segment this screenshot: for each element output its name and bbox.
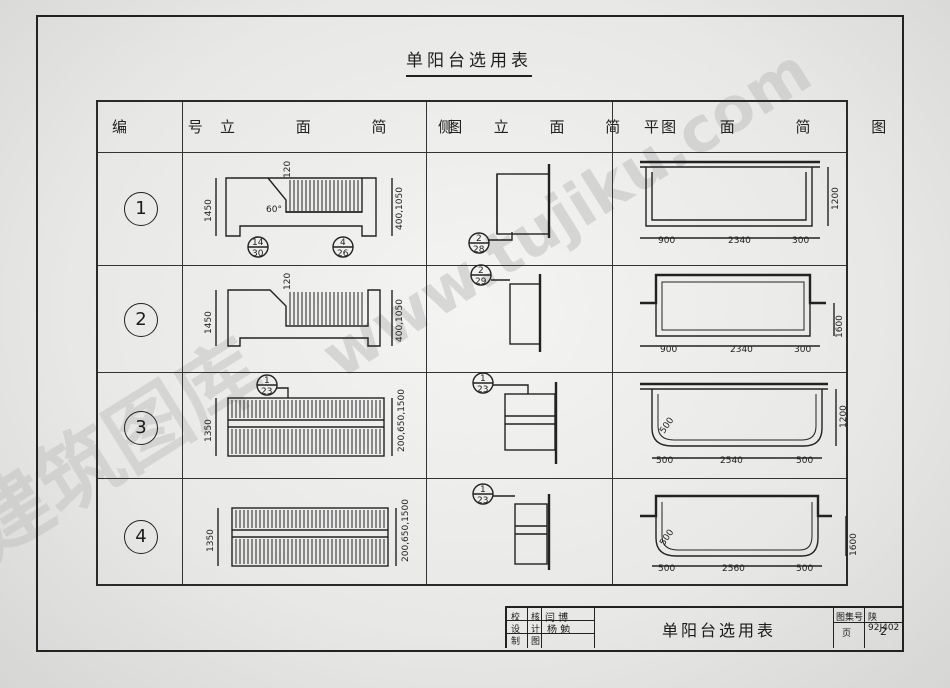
tb-row3-label: 制 [511, 637, 521, 647]
row2-side-ref-bot: 29 [475, 277, 487, 287]
tb-page-label: 页 [842, 629, 852, 639]
row1-ref-a-bot: 30 [252, 249, 264, 259]
row1-ref-b-bot: 26 [337, 249, 349, 259]
row3-plan-radius: 500 [658, 416, 676, 436]
row3-side-ref-bot: 23 [477, 385, 488, 395]
row2-plan-dim-right: 300 [794, 345, 811, 355]
row4-side-ref-top: 1 [480, 485, 486, 495]
row2-side-ref-top: 2 [478, 266, 484, 276]
col-divider-1 [182, 102, 183, 584]
row4-plan: 500 500 2560 500 1600 [640, 494, 859, 574]
row1-plan-depth: 1200 [831, 187, 841, 210]
row2-plan: 900 2340 300 1600 [640, 273, 845, 355]
row1-elev-angle: 60° [266, 205, 282, 215]
tb-row2-sign: 杨 勉 [547, 625, 571, 636]
tb-row3-sub: 图 [531, 637, 541, 647]
row-number-1: 1 [124, 192, 158, 226]
row1-side-ref-top: 2 [476, 234, 482, 244]
row3-elev-right: 200,650,1500 [397, 389, 407, 452]
header-divider [98, 152, 846, 153]
row2-elev-height: 1450 [204, 311, 214, 334]
row3-elev-height: 1350 [204, 419, 214, 442]
row3-side-elevation: 1 23 [472, 372, 558, 464]
row4-side-ref-bot: 23 [477, 496, 488, 506]
row1-ref-a-top: 14 [252, 238, 264, 248]
row1-side-ref-bot: 28 [473, 245, 485, 255]
row3-plan-dim-left: 500 [656, 456, 673, 466]
row3-ref-top: 1 [264, 376, 270, 386]
selection-table: 编 号 立 面 简 图 侧 立 面 简 图 平 面 简 图 1 2 3 4 [96, 100, 886, 586]
row2-plan-depth: 1600 [835, 315, 845, 338]
header-number: 编 号 [112, 118, 231, 136]
row1-elev-right: 400,1050 [395, 187, 405, 230]
tb-atlas-label: 图集号 [836, 613, 864, 623]
tb-main-title: 单阳台选用表 [662, 621, 777, 640]
row-divider-2 [98, 372, 846, 373]
tb-row1-sign: 闫 博 [545, 613, 569, 624]
header-side-elevation: 侧 立 面 简 图 [438, 118, 695, 136]
row1-plan: 900 2340 300 1200 [640, 160, 841, 246]
row1-elevation: 1450 400,1050 120 60° 14 30 4 26 [204, 161, 405, 259]
row3-plan-dim-right: 500 [796, 456, 813, 466]
tb-row2-sub: 计 [531, 625, 541, 635]
row3-plan-depth: 1200 [839, 405, 849, 428]
row-number-4: 4 [124, 520, 158, 554]
row1-plan-dim-left: 900 [658, 236, 675, 246]
row2-elevation: 1450 400,1050 120 [204, 273, 405, 347]
row4-elev-height: 1350 [206, 529, 216, 552]
row2-elev-right: 400,1050 [395, 299, 405, 342]
row4-plan-dim-right: 500 [796, 564, 813, 574]
row-divider-3 [98, 478, 846, 479]
row-number-2: 2 [124, 303, 158, 337]
row2-plan-dim-mid: 2340 [730, 345, 753, 355]
row2-side-elevation: 2 29 [470, 264, 542, 352]
row4-side-elevation: 1 23 [472, 483, 551, 570]
tb-row1-label: 校 [511, 613, 521, 623]
row3-plan: 500 500 2540 500 1200 [640, 382, 849, 466]
row3-elevation: 1350 200,650,1500 1 23 [204, 374, 407, 457]
row1-ref-b-top: 4 [340, 238, 346, 248]
sheet-title: 单阳台选用表 [406, 46, 532, 77]
row4-plan-radius: 500 [658, 528, 676, 548]
row4-elev-right: 200,650,1500 [401, 499, 411, 562]
row3-plan-dim-mid: 2540 [720, 456, 743, 466]
row1-side-elevation: 2 28 [468, 164, 551, 255]
tb-row2-label: 设 [511, 625, 521, 635]
row3-side-ref-top: 1 [480, 374, 486, 384]
row-number-3: 3 [124, 411, 158, 445]
row4-plan-dim-left: 500 [658, 564, 675, 574]
tb-atlas-value: 陕92J402 [868, 613, 900, 633]
row4-elevation: 1350 200,650,1500 [206, 499, 411, 567]
tb-row1-sub: 核 [531, 613, 541, 623]
col-divider-3 [612, 102, 613, 584]
row3-ref-bot: 23 [261, 387, 272, 397]
row1-elev-height: 1450 [204, 199, 214, 222]
title-block: 校 核 闫 博 设 计 杨 勉 制 图 单阳台选用表 图集号 陕92J402 页… [505, 606, 902, 648]
col-divider-2 [426, 102, 427, 584]
drawing-frame [36, 15, 904, 652]
row1-plan-dim-mid: 2340 [728, 236, 751, 246]
row1-plan-dim-right: 300 [792, 236, 809, 246]
header-plan: 平 面 简 图 [644, 118, 915, 136]
header-elevation: 立 面 简 图 [220, 118, 491, 136]
row4-plan-dim-mid: 2560 [722, 564, 745, 574]
row2-plan-dim-left: 900 [660, 345, 677, 355]
tb-page-value: 2 [880, 625, 887, 638]
row1-elev-tag: 120 [283, 161, 293, 178]
row4-plan-depth: 1600 [849, 533, 859, 556]
row-divider-1 [98, 265, 846, 266]
row2-elev-tag: 120 [283, 273, 293, 290]
